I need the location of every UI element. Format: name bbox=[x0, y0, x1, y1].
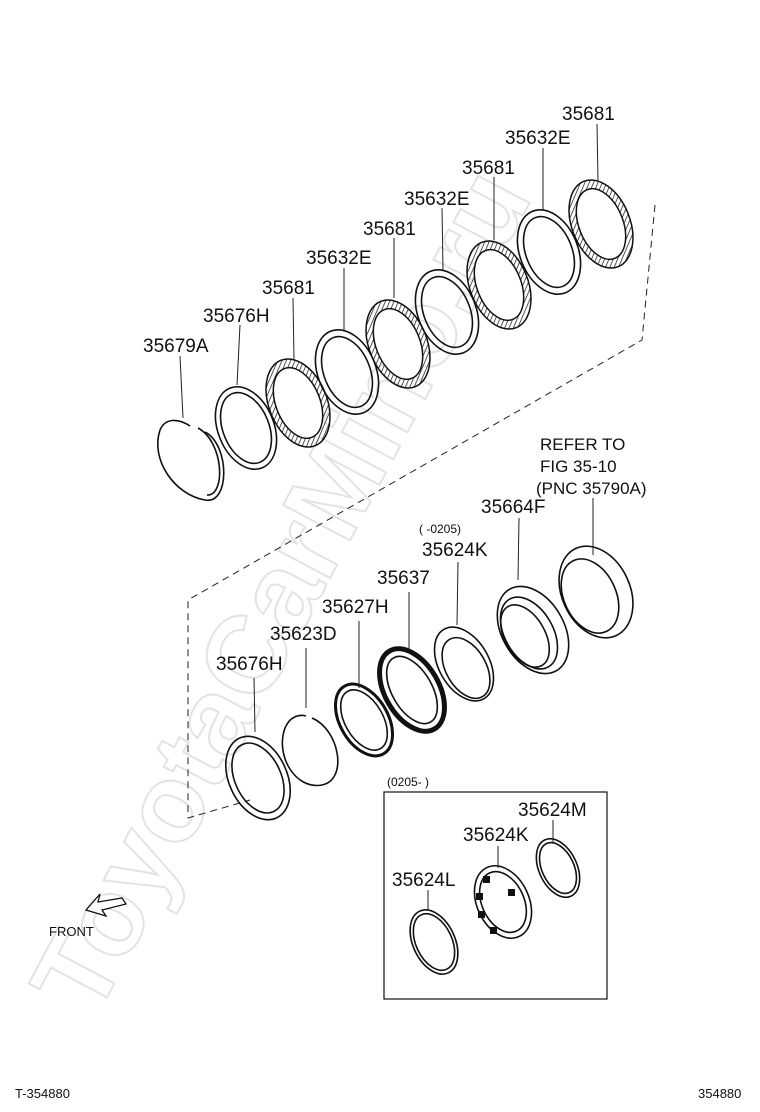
lower-leaders bbox=[253, 498, 594, 733]
label-35632E-1: 35632E bbox=[306, 248, 372, 269]
label-35681-2: 35681 bbox=[363, 219, 416, 240]
friction-disc-35681-2 bbox=[365, 299, 431, 389]
label-35623D: 35623D bbox=[270, 624, 337, 645]
ring-35624L bbox=[409, 909, 459, 975]
ring-35627H bbox=[334, 682, 394, 758]
refer-note: REFER TO FIG 35-10 (PNC 35790A) bbox=[536, 435, 647, 498]
dashed-boundary bbox=[187, 204, 656, 819]
label-35624K-upper: 35624K bbox=[422, 540, 488, 561]
front-arrow-icon bbox=[84, 893, 128, 918]
friction-disc-35681-1 bbox=[265, 358, 331, 448]
piston-35790A bbox=[558, 545, 634, 639]
label-35679A: 35679A bbox=[143, 336, 209, 357]
label-35664F: 35664F bbox=[481, 497, 545, 518]
label-35681-1: 35681 bbox=[262, 278, 315, 299]
label-35681-3: 35681 bbox=[462, 158, 515, 179]
date-range-new: (0205- ) bbox=[387, 775, 429, 789]
label-35676H-upper: 35676H bbox=[203, 306, 270, 327]
label-35624M: 35624M bbox=[518, 800, 587, 821]
refer-line3: (PNC 35790A) bbox=[536, 479, 647, 498]
spring-35624K bbox=[433, 626, 495, 702]
footer-left: T-354880 bbox=[15, 1086, 70, 1101]
footer-right: 354880 bbox=[698, 1086, 741, 1101]
front-label: FRONT bbox=[49, 924, 94, 939]
spring-35624K-inset bbox=[473, 865, 533, 939]
label-35624L: 35624L bbox=[392, 870, 455, 891]
label-35676H-lower: 35676H bbox=[216, 654, 283, 675]
snap-ring-35623D bbox=[281, 714, 339, 787]
inset-box: (0205- ) 35624M 35624K 35624L bbox=[383, 775, 608, 1000]
plate-35676H-lower bbox=[225, 735, 291, 821]
ring-35624M bbox=[535, 837, 581, 899]
snap-ring-35679A bbox=[157, 419, 225, 501]
label-35624K-inset: 35624K bbox=[463, 825, 529, 846]
label-35627H: 35627H bbox=[322, 597, 389, 618]
friction-disc-35681-4 bbox=[568, 179, 634, 269]
refer-line2: FIG 35-10 bbox=[540, 457, 617, 476]
seal-35664F bbox=[496, 585, 570, 675]
plate-35632E-3 bbox=[516, 208, 582, 296]
date-range-old: ( -0205) bbox=[419, 522, 461, 536]
ring-35637 bbox=[377, 646, 447, 734]
upper-leaders bbox=[179, 123, 599, 419]
label-35681-4: 35681 bbox=[562, 104, 615, 125]
friction-disc-35681-3 bbox=[466, 240, 532, 330]
refer-line1: REFER TO bbox=[540, 435, 625, 454]
label-35637: 35637 bbox=[377, 568, 430, 589]
label-35632E-2: 35632E bbox=[404, 189, 470, 210]
label-35632E-3: 35632E bbox=[505, 128, 571, 149]
